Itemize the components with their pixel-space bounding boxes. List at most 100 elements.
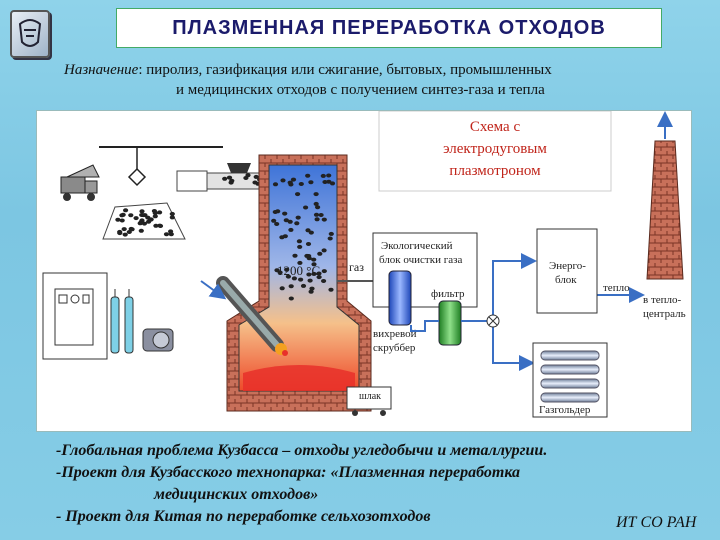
particle	[138, 228, 144, 233]
particle	[290, 177, 297, 182]
particle	[318, 213, 324, 217]
purpose-label: Назначение	[64, 62, 139, 78]
particle	[287, 219, 293, 224]
eco-block-line-1: Экологический	[381, 240, 453, 252]
particle	[115, 217, 121, 222]
particle	[297, 260, 303, 265]
particle	[288, 227, 294, 232]
organization-name: ИТ СО РАН	[616, 514, 697, 531]
particle	[272, 182, 279, 187]
particle	[308, 180, 314, 185]
particle	[157, 223, 163, 228]
filter-label: фильтр	[431, 288, 465, 300]
particle	[306, 272, 312, 277]
waste-pile-particles	[115, 208, 175, 237]
eco-block-line-2: блок очистки газа	[379, 254, 462, 266]
particle	[274, 222, 280, 226]
filter-unit	[438, 300, 462, 346]
gas-feed-arrow	[200, 280, 227, 300]
particle	[285, 274, 291, 279]
particle	[139, 218, 145, 223]
energy-block-line-1: Энерго-	[549, 260, 586, 272]
compressor-motor-icon	[142, 328, 174, 352]
particle	[252, 180, 258, 185]
title-banner: ПЛАЗМЕННАЯ ПЕРЕРАБОТКА ОТХОДОВ	[116, 8, 662, 48]
scheme-title-line-1: Схема с	[470, 119, 521, 135]
slag-label: шлак	[359, 391, 381, 402]
particle	[288, 284, 294, 289]
gasholder	[532, 342, 608, 418]
heat-destination-line-2: централь	[643, 308, 686, 320]
particle	[295, 192, 301, 197]
particle	[321, 269, 327, 274]
particle	[326, 179, 332, 184]
energy-block: Энерго- блок	[536, 228, 598, 314]
particle	[295, 215, 301, 220]
particle	[169, 215, 175, 220]
particle	[308, 289, 314, 294]
particle	[226, 175, 233, 180]
particle	[284, 267, 290, 272]
chimney	[646, 140, 684, 280]
particle	[321, 248, 327, 253]
particle	[316, 275, 322, 280]
particle	[322, 180, 328, 184]
heat-label: тепло	[603, 282, 630, 294]
plasma-torch-icon	[216, 276, 288, 356]
particle	[282, 211, 288, 216]
particle	[298, 182, 304, 186]
particle	[120, 212, 126, 217]
particle	[321, 279, 327, 283]
page-title: ПЛАЗМЕННАЯ ПЕРЕРАБОТКА ОТХОДОВ	[172, 16, 606, 39]
bullet-list: -Глобальная проблема Кузбасса – отходы у…	[56, 440, 716, 528]
particle	[271, 218, 277, 223]
particle	[328, 287, 334, 292]
particle	[280, 178, 286, 183]
power-supply-cabinet	[42, 272, 108, 360]
gasholder-label: Газгольдер	[539, 404, 591, 416]
purpose-line-2: и медицинских отходов с получением синте…	[176, 82, 545, 98]
particle	[119, 218, 125, 223]
particle	[152, 211, 158, 216]
vortex-scrubber	[388, 270, 412, 326]
particle	[313, 192, 319, 197]
particle	[222, 176, 228, 181]
energy-block-line-2: блок	[555, 274, 577, 286]
eco-cleaning-block: Экологический блок очистки газа	[372, 232, 478, 308]
particle	[305, 228, 311, 233]
particle	[311, 271, 317, 276]
scrubber-label-1: вихревой	[373, 328, 417, 340]
dump-truck-icon	[60, 164, 100, 201]
diagram-panel: 1200 °C газ	[36, 110, 692, 432]
scheme-title-line-3: плазмотроном	[449, 163, 541, 179]
bullet-item-2-continued: медицинских отходов»	[154, 486, 319, 503]
particle	[168, 229, 174, 234]
gas-cylinders-icon	[110, 289, 134, 354]
particle	[326, 173, 332, 178]
particle	[128, 226, 134, 231]
particle	[308, 230, 314, 235]
particle	[279, 286, 285, 291]
plasma-process-diagram: 1200 °C газ	[42, 111, 686, 418]
bullet-item-2: -Проект для Кузбасского технопарка: «Пла…	[56, 464, 521, 481]
flow-arrows	[410, 111, 673, 371]
particle	[288, 296, 294, 301]
heat-destination-line-1: в тепло-	[643, 294, 682, 306]
particle	[128, 213, 134, 218]
particle	[316, 271, 322, 276]
particle	[279, 235, 285, 240]
scheme-title-line-2: электродуговым	[443, 141, 547, 157]
particle	[133, 216, 139, 221]
particle	[294, 221, 300, 226]
particle	[253, 174, 259, 179]
particle	[139, 209, 145, 214]
particle	[311, 257, 317, 262]
particle	[228, 180, 234, 185]
particle	[291, 276, 297, 281]
bullet-item-1: -Глобальная проблема Кузбасса – отходы у…	[56, 442, 548, 459]
particle	[140, 213, 146, 218]
particle	[126, 230, 132, 234]
scheme-title-box: Схема с электродуговым плазмотроном	[378, 111, 612, 192]
particle	[300, 283, 307, 288]
particle	[245, 173, 251, 178]
